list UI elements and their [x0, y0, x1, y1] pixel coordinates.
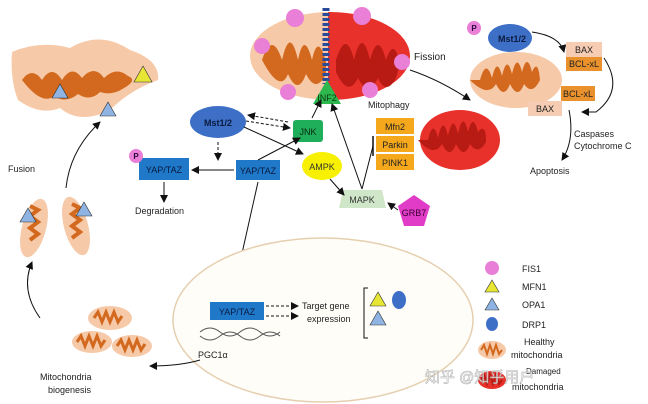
biogenesis-label-2: biogenesis — [48, 385, 92, 395]
legend-fis1: FIS1 — [522, 264, 541, 274]
dna-icon — [199, 327, 281, 337]
fis1-legend-icon — [485, 261, 499, 275]
bax-top-box — [566, 42, 602, 57]
bclxl-bottom-box — [561, 86, 595, 101]
fis1-marker — [280, 84, 296, 100]
inf2-node — [313, 80, 341, 104]
drp1-legend-icon — [486, 317, 498, 331]
opa1-legend-icon — [484, 297, 500, 311]
ampk-node — [302, 152, 342, 180]
bax-bottom-label: BAX — [536, 104, 554, 114]
yap-phospho-label: YAP/TAZ — [146, 165, 183, 175]
cytochrome-c-label: Cytochrome C — [574, 141, 632, 151]
mfn2-box — [376, 118, 414, 134]
bclxl-bottom-label: BCL-xL — [563, 89, 593, 99]
yap-center-label: YAP/TAZ — [240, 166, 277, 176]
pink1-label: PINK1 — [382, 158, 408, 168]
parkin-box — [376, 136, 414, 152]
watermark: 知乎 @知乎用户 — [425, 369, 534, 386]
yap-nucleus-box — [210, 302, 264, 320]
grb7-label: GRB7 — [402, 208, 427, 218]
bax-top-label: BAX — [575, 45, 593, 55]
mst-center-label: Mst1/2 — [204, 118, 232, 128]
legend-drp1: DRP1 — [522, 320, 546, 330]
fis1-marker — [353, 7, 371, 25]
apoptosis-label: Apoptosis — [530, 166, 570, 176]
phospho-marker — [129, 149, 143, 163]
yap-center-box — [236, 160, 280, 180]
mst-center-node — [190, 106, 246, 138]
biogenesis-mitochondria — [72, 306, 152, 357]
pathway-arrows — [160, 99, 399, 299]
damaged-mitochondrion — [418, 110, 500, 170]
inf2-label: INF2 — [317, 93, 337, 103]
apoptosis-mitochondrion — [470, 52, 562, 108]
fused-mitochondrion — [11, 39, 159, 118]
legend-damaged: Damaged — [526, 367, 561, 376]
pink1-box — [376, 154, 414, 170]
yap-phospho-box — [139, 158, 189, 180]
mapk-node — [339, 190, 386, 208]
drp1-icon — [392, 291, 406, 309]
cristae — [262, 42, 326, 85]
fission-mitochondrion — [250, 7, 410, 100]
fis1-marker — [394, 54, 410, 70]
parkin-label: Parkin — [382, 140, 408, 150]
ampk-label: AMPK — [309, 162, 335, 172]
bclxl-top-label: BCL-xL — [569, 59, 599, 69]
fusion-label: Fusion — [8, 164, 35, 174]
fis1-marker — [286, 9, 304, 27]
legend-healthy: Healthy — [524, 337, 555, 347]
bax-bottom-box — [528, 101, 562, 116]
legend: FIS1 MFN1 OPA1 DRP1 Healthy mitochondria… — [478, 261, 564, 392]
target-gene-label: Target gene — [302, 301, 350, 311]
fission-label: Fission — [414, 52, 446, 63]
grb7-node — [398, 195, 430, 226]
degradation-label: Degradation — [135, 206, 184, 216]
cristae — [336, 43, 400, 88]
expression-label: expression — [307, 314, 351, 324]
opa1-icon — [369, 310, 387, 326]
mapk-label: MAPK — [349, 195, 375, 205]
phospho-marker — [467, 21, 481, 35]
mst-right-label: Mst1/2 — [498, 34, 526, 44]
biogenesis-label: Mitochondria — [40, 372, 92, 382]
caspases-label: Caspases — [574, 129, 615, 139]
bclxl-top-box — [566, 57, 602, 71]
legend-healthy-2: mitochondria — [511, 350, 563, 360]
mst-right-node — [488, 24, 532, 52]
fusing-mitochondria — [19, 196, 93, 258]
nucleus — [172, 237, 474, 403]
mfn1-legend-icon — [484, 279, 500, 293]
fis1-marker — [362, 82, 378, 98]
mitophagy-label: Mitophagy — [368, 100, 410, 110]
mfn1-icon — [369, 291, 387, 307]
mfn2-label: Mfn2 — [385, 122, 405, 132]
fis1-marker — [254, 38, 270, 54]
jnk-node — [293, 120, 323, 142]
legend-damaged-2: mitochondria — [512, 382, 564, 392]
legend-mfn1: MFN1 — [522, 282, 547, 292]
phospho-label: P — [133, 152, 139, 161]
jnk-label: JNK — [299, 127, 316, 137]
pgc1a-label: PGC1α — [198, 350, 228, 360]
yap-nucleus-label: YAP/TAZ — [219, 307, 256, 317]
legend-opa1: OPA1 — [522, 300, 545, 310]
phospho-label: P — [471, 24, 477, 33]
